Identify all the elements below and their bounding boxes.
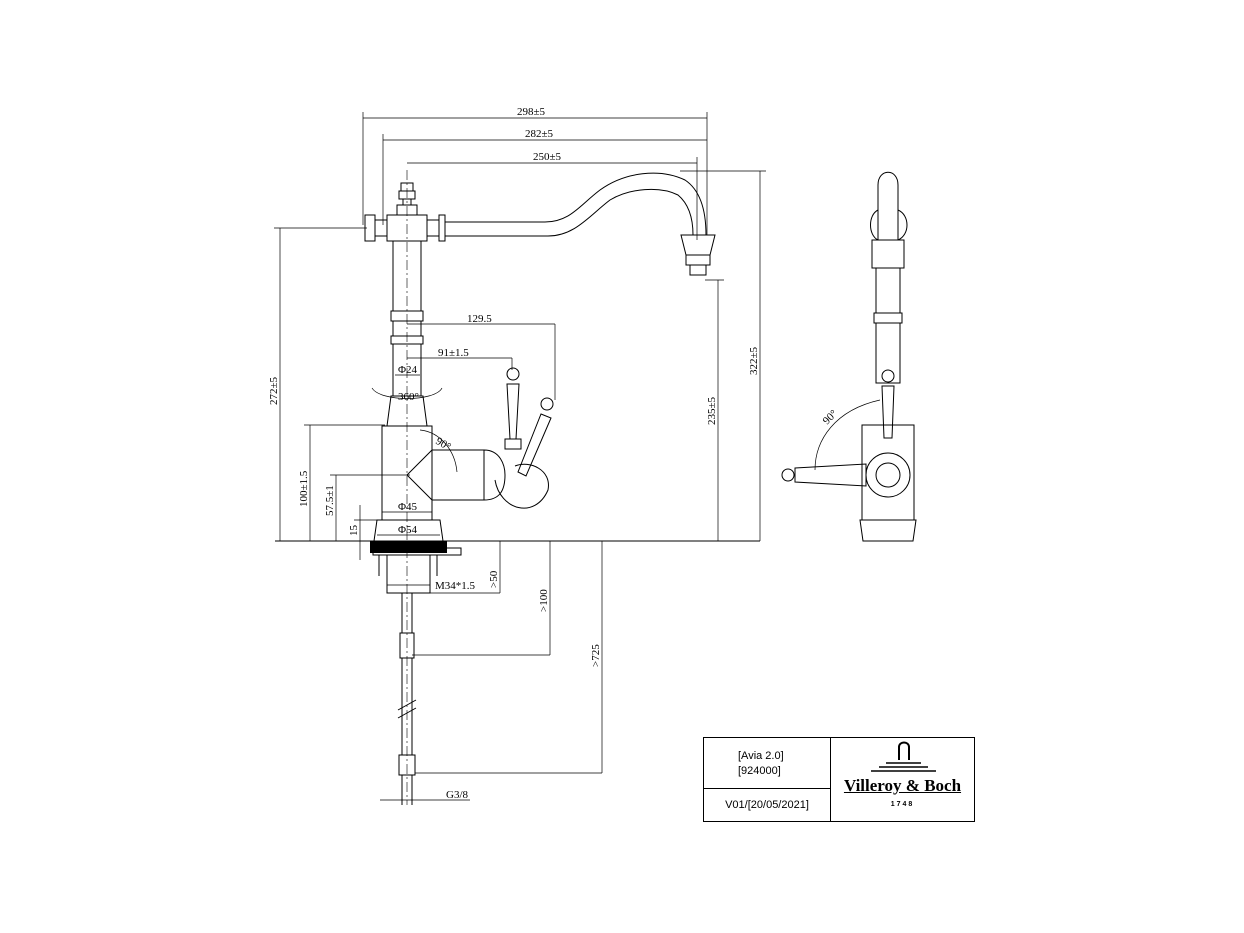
dim-phi54: Φ54 — [398, 524, 418, 536]
dim-g38: G3/8 — [446, 789, 469, 801]
dim-90-front: 90° — [434, 435, 453, 453]
dim-m34: M34*1.5 — [435, 580, 476, 592]
title-block-info: [Avia 2.0] [924000] V01/[20/05/2021] — [704, 738, 831, 821]
dim-235: 235±5 — [706, 396, 718, 425]
dim-272: 272±5 — [268, 376, 280, 405]
dim-129-5: 129.5 — [467, 313, 492, 325]
version-date: V01/[20/05/2021] — [725, 799, 809, 811]
title-block: [Avia 2.0] [924000] V01/[20/05/2021] Vil… — [703, 737, 975, 822]
dim-57-5: 57.5±1 — [324, 485, 336, 516]
title-block-product: [Avia 2.0] [924000] — [704, 738, 830, 789]
product-name: [Avia 2.0] — [738, 750, 784, 762]
dim-250: 250±5 — [533, 151, 562, 163]
dim-100-min: >100 — [538, 589, 550, 612]
dimension-lines — [274, 112, 766, 801]
dim-100: 100±1.5 — [298, 470, 310, 507]
faucet-side-view — [781, 171, 917, 542]
dimension-labels: 298±5 282±5 250±5 322±5 235±5 272±5 100±… — [268, 106, 840, 801]
dim-phi45: Φ45 — [398, 501, 418, 513]
brand-name: Villeroy & Boch — [843, 776, 962, 795]
dim-phi24: Φ24 — [398, 364, 418, 376]
dim-360: 360° — [398, 391, 419, 403]
dim-90-side: 90° — [821, 408, 840, 427]
dim-15: 15 — [348, 525, 360, 537]
dim-282: 282±5 — [525, 128, 554, 140]
article-number: [924000] — [738, 765, 781, 777]
dim-298: 298±5 — [517, 106, 546, 118]
dim-322: 322±5 — [748, 346, 760, 375]
dim-50: >50 — [488, 570, 500, 588]
faucet-logo-icon — [871, 741, 936, 772]
brand-logo: Villeroy & Boch 1748 — [831, 738, 974, 821]
dim-725: >725 — [590, 644, 602, 667]
brand-year: 1748 — [890, 801, 915, 808]
faucet-front-view — [364, 172, 716, 805]
dim-91: 91±1.5 — [438, 347, 469, 359]
